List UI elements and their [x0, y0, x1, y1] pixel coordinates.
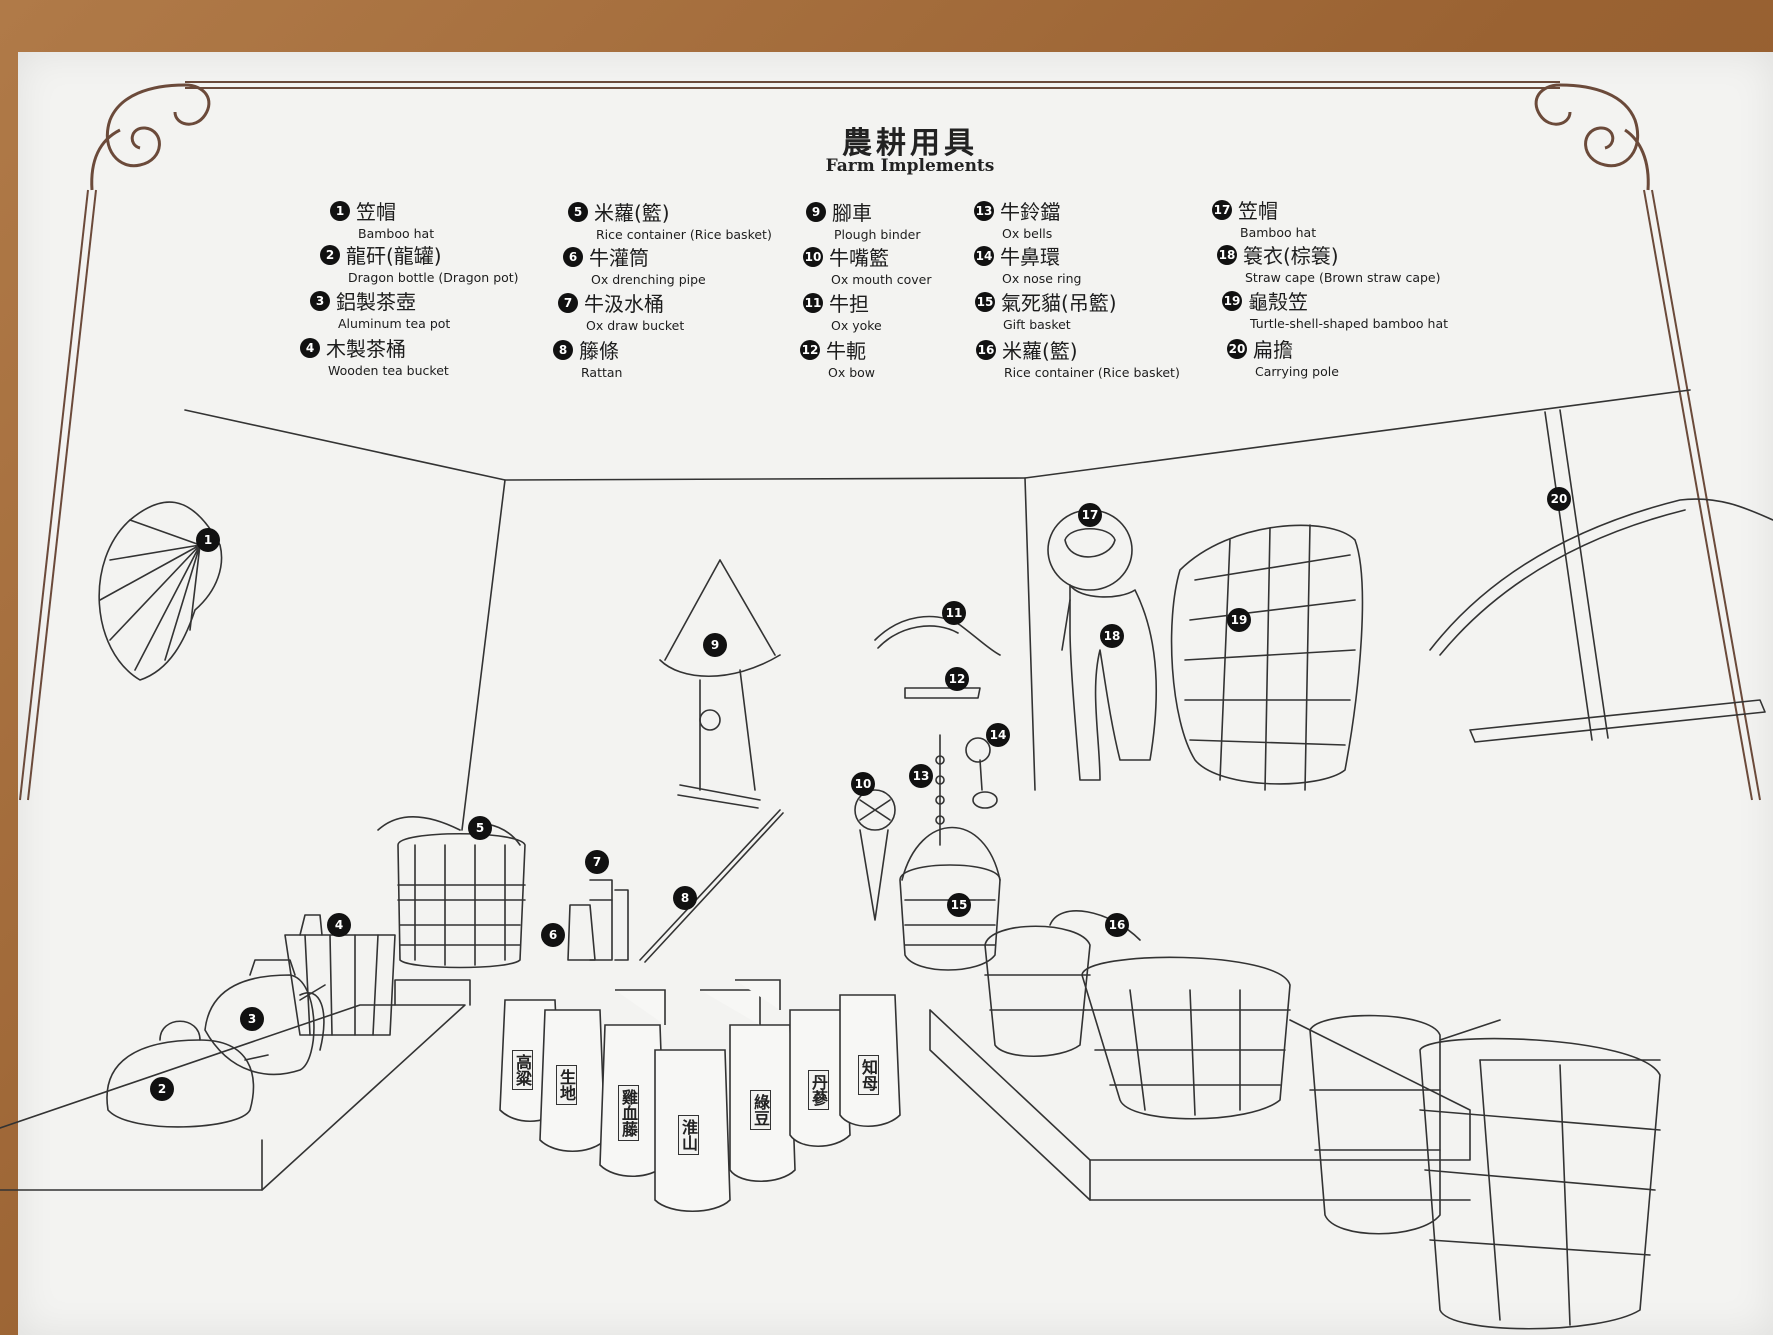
marker-2: 2: [150, 1077, 174, 1101]
marker-1: 1: [196, 528, 220, 552]
marker-20: 20: [1547, 487, 1571, 511]
marker-10: 10: [851, 772, 875, 796]
marker-8: 8: [673, 886, 697, 910]
marker-3: 3: [240, 1007, 264, 1031]
straw-cape-drawing: [1061, 584, 1158, 781]
ox-mouth-cover-drawing: [854, 789, 896, 921]
bamboo-hat-drawing: [98, 501, 223, 681]
jar-label-3: 雞血藤: [618, 1085, 639, 1141]
marker-9: 9: [703, 633, 727, 657]
marker-18: 18: [1100, 624, 1124, 648]
left-scroll-ornament: [90, 83, 211, 191]
marker-4: 4: [327, 913, 351, 937]
left-platform: [0, 979, 471, 1191]
right-platform: [929, 1009, 1471, 1201]
marker-14: 14: [986, 723, 1010, 747]
drenching-pipe-drawing: [567, 879, 629, 961]
marker-16: 16: [1105, 913, 1129, 937]
jar-label-2: 生地: [556, 1065, 577, 1105]
ox-bells-drawing: [935, 734, 945, 846]
right-scroll-ornament: [1534, 83, 1650, 191]
dragon-pot-drawing: [106, 1020, 269, 1128]
stacked-buckets-drawing: [1309, 1014, 1661, 1330]
marker-15: 15: [947, 893, 971, 917]
marker-12: 12: [945, 667, 969, 691]
jar-label-1: 高粱: [512, 1050, 533, 1090]
marker-7: 7: [585, 850, 609, 874]
display-panel: [18, 52, 1773, 1335]
title-english: Farm Implements: [825, 156, 995, 176]
title-chinese: 農耕用具: [842, 126, 978, 161]
jar-label-4: 淮山: [678, 1115, 699, 1155]
plough-binder-drawing: [659, 559, 781, 809]
jar-label-6: 丹蔘: [808, 1070, 829, 1110]
ox-nose-ring-drawing: [965, 737, 998, 809]
turtle-shell-hat-drawing: [1170, 524, 1364, 791]
jar-label-7: 知母: [858, 1055, 879, 1095]
jar-label-5: 綠豆: [750, 1090, 771, 1130]
marker-6: 6: [541, 923, 565, 947]
wooden-bucket-drawing: [284, 914, 396, 1036]
marker-13: 13: [909, 764, 933, 788]
room-lines: [184, 389, 1691, 831]
gift-basket-drawing: [899, 826, 1001, 971]
marker-5: 5: [468, 816, 492, 840]
marker-11: 11: [942, 601, 966, 625]
marker-19: 19: [1227, 608, 1251, 632]
ox-yoke-drawing: [874, 615, 1001, 656]
marker-17: 17: [1078, 503, 1102, 527]
carrying-pole-drawing: [1429, 498, 1773, 743]
rattan-drawing: [639, 809, 781, 961]
rice-baskets-group-drawing: [984, 910, 1291, 1120]
